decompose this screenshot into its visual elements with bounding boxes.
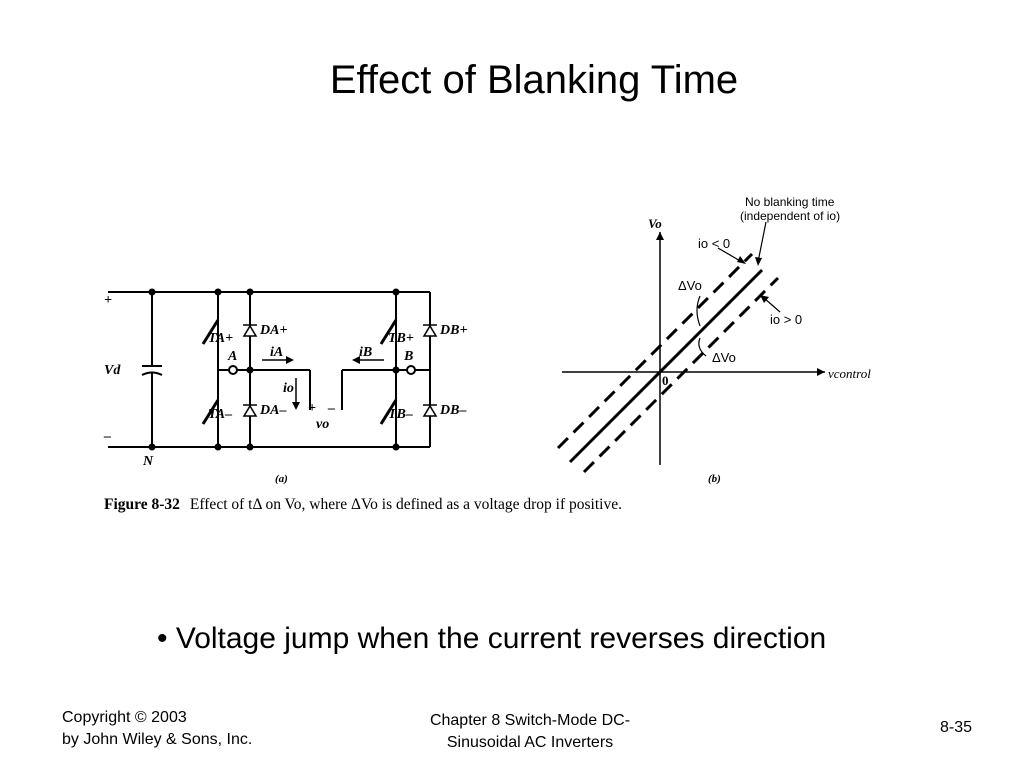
tb-minus-label: TB– [388, 407, 413, 422]
da-plus-label: DA+ [259, 323, 287, 338]
db-minus-label: DB– [439, 403, 466, 418]
node-b [406, 365, 416, 375]
io-positive-label: io > 0 [770, 312, 802, 327]
copyright-line-1: Copyright © 2003 [62, 709, 187, 726]
figure-caption-text: Effect of tΔ on Vo, where ΔVo is defined… [189, 496, 622, 513]
vo-minus: – [327, 401, 335, 416]
delta-vo-lower-label: ΔVo [712, 350, 736, 365]
figure-svg: + – Vd N A B TA+ TA– TB+ TB– DA+ DA– DB+… [103, 195, 871, 485]
io-positive-line [582, 276, 780, 474]
footer-chapter: Chapter 8 Switch-Mode DC- Sinusoidal AC … [380, 710, 680, 754]
chapter-line-2: Sinusoidal AC Inverters [446, 734, 614, 751]
diode-da-plus [242, 324, 258, 337]
da-minus-label: DA– [259, 403, 286, 418]
y-axis-label: Vo [648, 216, 662, 231]
figure-8-32: + – Vd N A B TA+ TA– TB+ TB– DA+ DA– DB+… [95, 185, 895, 530]
minus-sign: – [103, 429, 111, 444]
ib-label: iB [359, 345, 372, 360]
origin-label: 0 [662, 373, 669, 388]
vo-label: vo [316, 417, 329, 432]
circuit-sublabel: (a) [275, 473, 288, 485]
tb-plus-label: TB+ [388, 331, 414, 346]
db-plus-label: DB+ [439, 323, 467, 338]
diode-db-plus [422, 324, 438, 337]
io-negative-line [556, 252, 754, 450]
bullet-point: • Voltage jump when the current reverses… [157, 622, 827, 655]
vo-vs-vcontrol-graph [556, 221, 825, 474]
x-axis-label: vcontrol [828, 366, 871, 381]
io-negative-label: io < 0 [698, 236, 730, 251]
footer-copyright: Copyright © 2003 by John Wiley & Sons, I… [62, 707, 252, 751]
page-number: 8-35 [939, 719, 972, 736]
node-a [228, 365, 238, 375]
vo-plus: + [308, 401, 316, 416]
ia-label: iA [270, 345, 283, 360]
ta-minus-label: TA– [208, 407, 232, 422]
figure-number: Figure 8-32 [104, 496, 180, 513]
ta-plus-label: TA+ [208, 331, 233, 346]
inverter-circuit [108, 291, 431, 448]
chapter-line-1: Chapter 8 Switch-Mode DC- [429, 712, 631, 729]
b-label: B [403, 349, 413, 364]
plus-sign: + [104, 293, 112, 308]
delta-vo-upper-label: ΔVo [678, 278, 702, 293]
n-label: N [142, 454, 154, 469]
copyright-line-2: by John Wiley & Sons, Inc. [62, 731, 253, 748]
no-blanking-subtitle: (independent of io) [740, 209, 840, 223]
no-blanking-title: No blanking time [745, 195, 835, 209]
graph-sublabel: (b) [708, 473, 721, 485]
diode-da-minus [242, 404, 258, 417]
a-label: A [227, 349, 237, 364]
no-blanking-line [568, 268, 764, 464]
diode-db-minus [422, 404, 438, 417]
vd-label: Vd [104, 363, 121, 378]
io-label: io [283, 381, 294, 396]
figure-caption: Figure 8-32 Effect of tΔ on Vo, where ΔVo… [104, 496, 622, 514]
slide-title: Effect of Blanking Time [329, 58, 739, 102]
